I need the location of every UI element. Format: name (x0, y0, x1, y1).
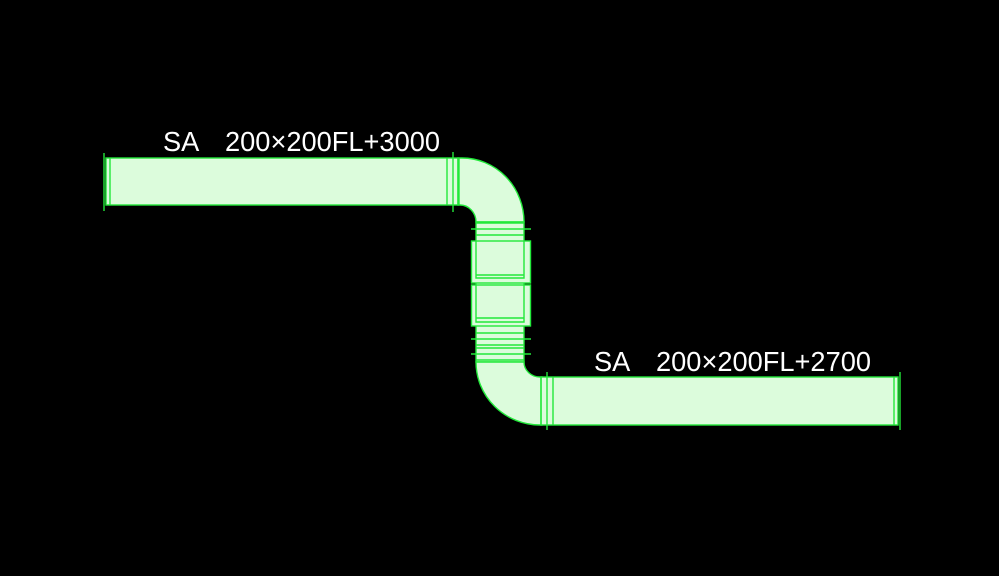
lower-duct-label: SA 200×200FL+2700 (594, 346, 871, 377)
upper-straight-duct[interactable] (105, 157, 459, 206)
supply-air-duct-run[interactable] (103, 152, 901, 430)
upper-elbow[interactable] (457, 157, 525, 223)
damper-box-lower[interactable] (470, 284, 532, 327)
lower-straight-duct[interactable] (540, 376, 899, 426)
damper-box-upper[interactable] (470, 240, 532, 284)
upper-duct-label: SA 200×200FL+3000 (163, 126, 440, 157)
lower-elbow[interactable] (475, 361, 543, 426)
flange-lines (103, 152, 901, 430)
